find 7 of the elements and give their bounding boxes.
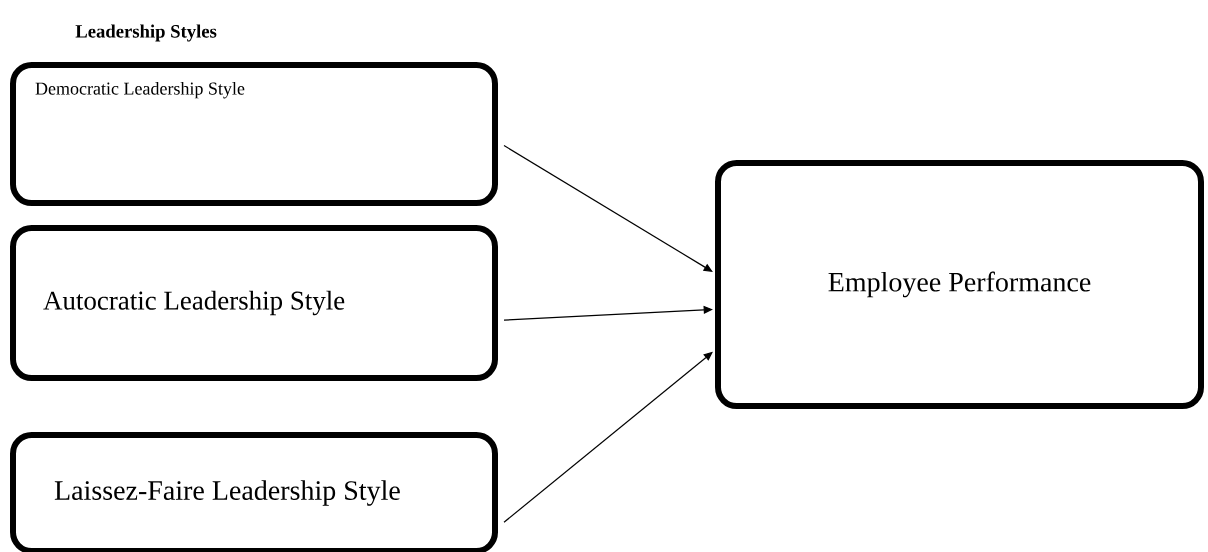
arrow xyxy=(503,144,713,272)
arrow xyxy=(503,305,713,321)
style-box: Democratic Leadership Style xyxy=(10,62,498,206)
style-box: Autocratic Leadership Style xyxy=(10,225,498,381)
style-box: Laissez-Faire Leadership Style xyxy=(10,432,498,552)
outcome-box: Employee Performance xyxy=(715,160,1204,409)
title: Leadership Styles xyxy=(75,24,217,42)
